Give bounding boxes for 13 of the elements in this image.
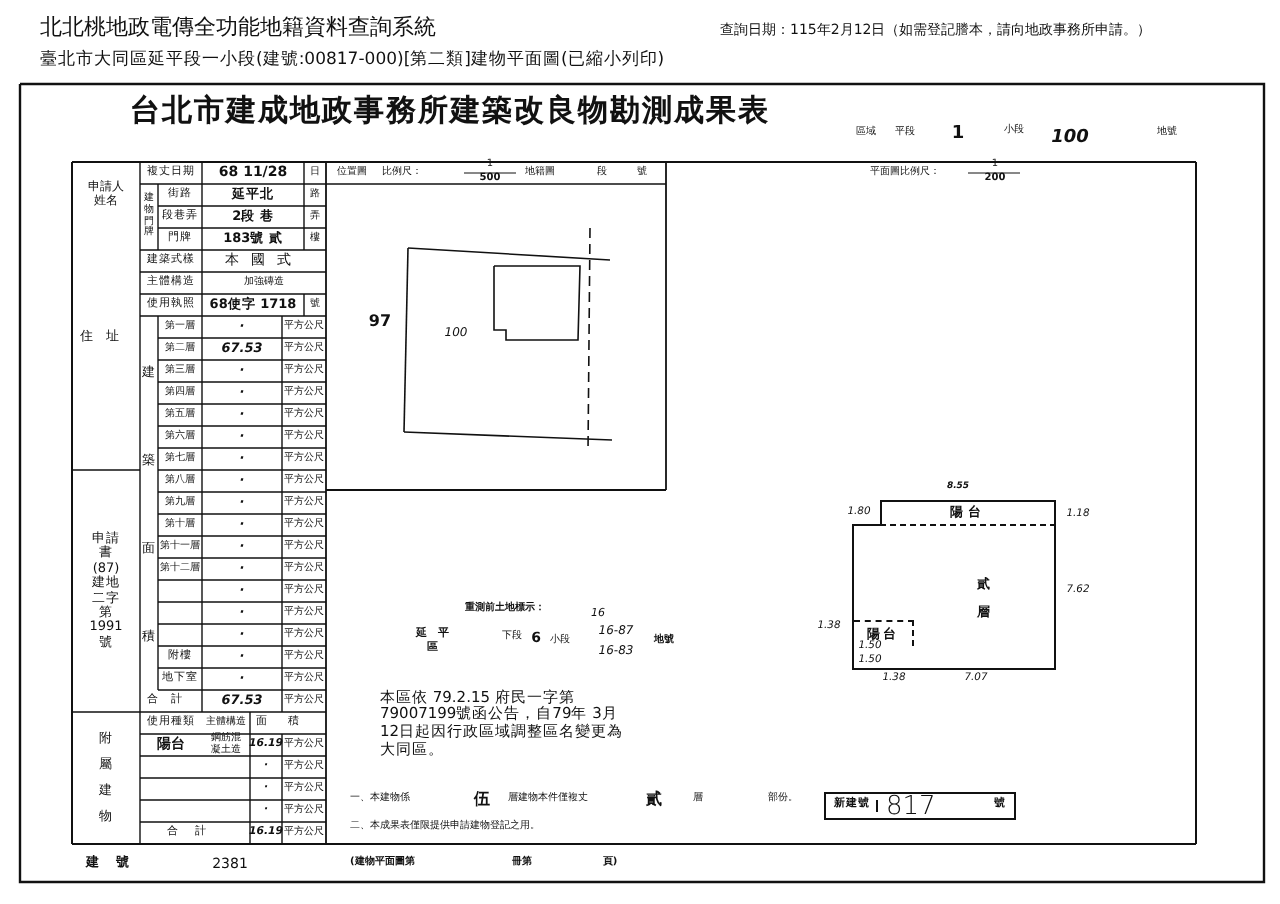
system-name: 北北桃地政電傳全功能地籍資料查詢系統 (40, 15, 436, 41)
note-value: 伍 (474, 789, 490, 809)
dimension-text: 97 (368, 312, 392, 332)
handwritten-number: 817 (884, 793, 938, 819)
note-value: 貳 (646, 789, 662, 809)
floor-plan-room (854, 620, 914, 646)
floor-plan-room (880, 500, 1056, 526)
field-value: 100 (1051, 127, 1089, 149)
field-value: 1 (951, 123, 965, 145)
floor-plan-room (852, 524, 1056, 670)
form-title: 台北市建成地政事務所建築改良物勘測成果表 (130, 94, 770, 130)
building-number-box (824, 792, 1016, 820)
document-subtitle: 臺北市大同區延平段一小段(建號:00817-000)[第二類]建物平面圖(已縮小列印) (40, 52, 665, 72)
